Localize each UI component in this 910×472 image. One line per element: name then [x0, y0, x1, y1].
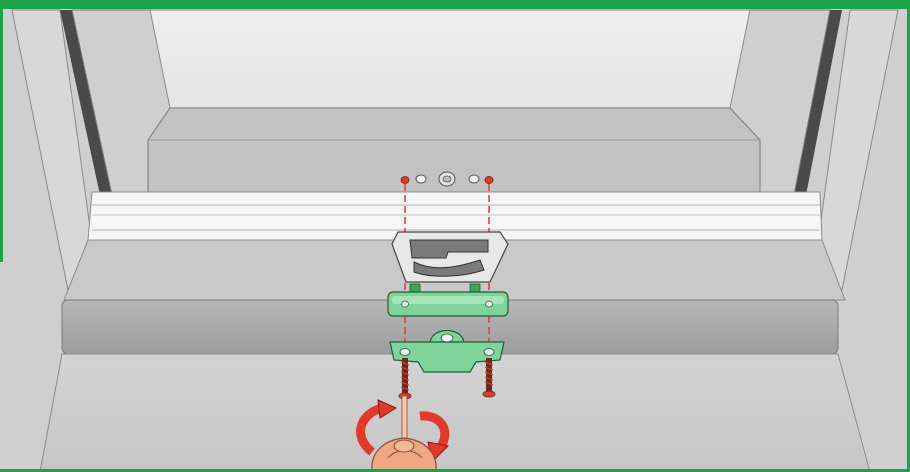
glass-pane: [150, 10, 750, 108]
hole: [416, 175, 426, 183]
left-hole-marker: [401, 177, 409, 184]
hole: [469, 175, 479, 183]
right-hole-marker: [485, 177, 493, 184]
left-border: [0, 0, 3, 262]
top-border: [0, 0, 910, 9]
grey-latch-bracket: [392, 232, 508, 282]
